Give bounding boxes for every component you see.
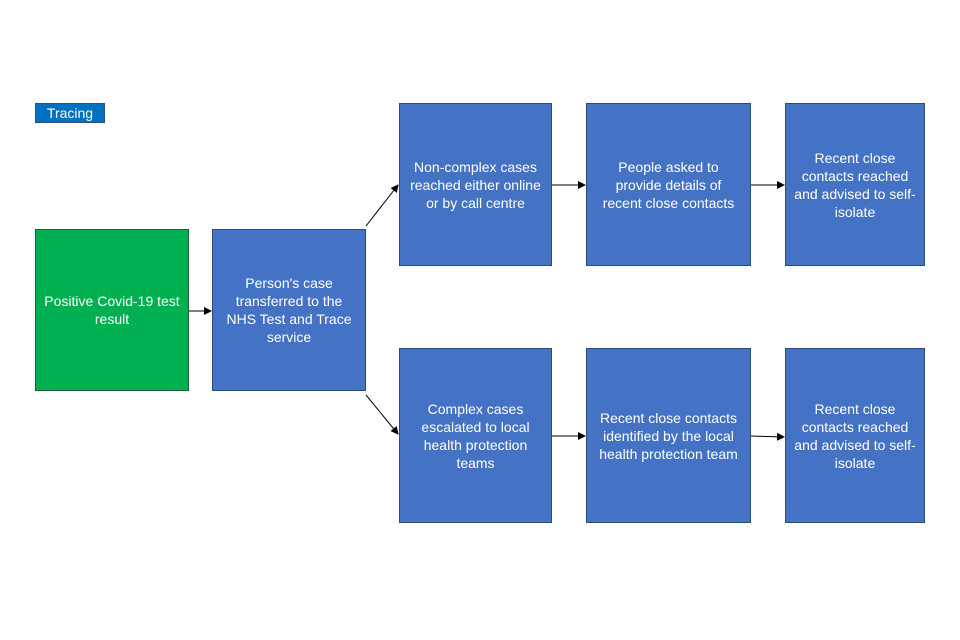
arrow-transferred-to-non-complex <box>365 184 399 227</box>
people-asked-text: People asked to provide details of recen… <box>602 158 735 211</box>
contacts-reached-bottom-box: Recent close contacts reached and advise… <box>785 348 925 523</box>
people-asked-box: People asked to provide details of recen… <box>586 103 751 266</box>
tracing-label: Tracing <box>35 103 105 123</box>
transferred-text: Person's case transferred to the NHS Tes… <box>226 275 352 345</box>
positive-test-text: Positive Covid-19 test result <box>44 293 180 327</box>
non-complex-box: Non-complex cases reached either online … <box>399 103 552 266</box>
contacts-reached-top-text: Recent close contacts reached and advise… <box>794 149 916 220</box>
contacts-identified-text: Recent close contacts identified by the … <box>599 409 738 462</box>
complex-box: Complex cases escalated to local health … <box>399 348 552 523</box>
contacts-reached-bottom-text: Recent close contacts reached and advise… <box>794 400 916 471</box>
arrow-transferred-to-complex <box>365 394 399 435</box>
transferred-box: Person's case transferred to the NHS Tes… <box>212 229 366 391</box>
contacts-reached-top-box: Recent close contacts reached and advise… <box>785 103 925 266</box>
positive-test-box: Positive Covid-19 test result <box>35 229 189 391</box>
non-complex-text: Non-complex cases reached either online … <box>410 158 541 211</box>
contacts-identified-box: Recent close contacts identified by the … <box>586 348 751 523</box>
arrow-identified-to-reached <box>750 432 785 441</box>
complex-text: Complex cases escalated to local health … <box>421 400 530 471</box>
